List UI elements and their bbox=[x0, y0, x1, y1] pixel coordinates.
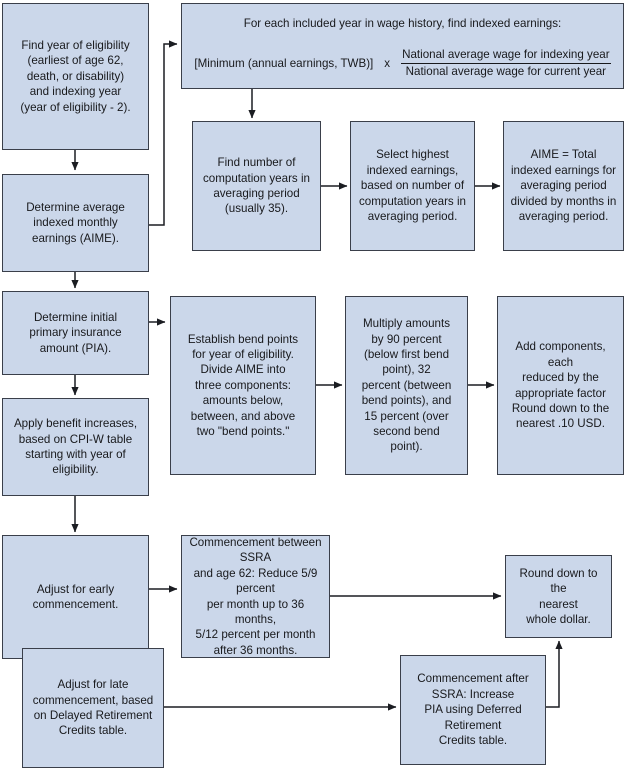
node-aime-formula[interactable]: AIME = Total indexed earnings for averag… bbox=[503, 121, 624, 251]
node-determine-pia-text: Determine initial primary insurance amou… bbox=[29, 310, 122, 355]
node-find-computation-years[interactable]: Find number of computation years in aver… bbox=[192, 121, 321, 251]
node-select-highest-text: Select highest indexed earnings, based o… bbox=[359, 148, 466, 224]
node-determine-pia[interactable]: Determine initial primary insurance amou… bbox=[2, 291, 149, 375]
node-find-year-of-eligibility[interactable]: Find year of eligibility (earliest of ag… bbox=[2, 3, 149, 150]
node-eligibility-text: Find year of eligibility (earliest of ag… bbox=[20, 38, 131, 114]
indexed-earnings-title: For each included year in wage history, … bbox=[243, 17, 562, 30]
node-round-down-whole-dollar[interactable]: Round down to the nearest whole dollar. bbox=[505, 555, 612, 638]
node-multiply-amounts-percent[interactable]: Multiply amounts by 90 percent (below fi… bbox=[345, 296, 468, 475]
node-commencement-between-ssra-and-62[interactable]: Commencement between SSRA and age 62: Re… bbox=[181, 535, 330, 658]
node-benefit-increases-text: Apply benefit increases, based on CPI-W … bbox=[13, 417, 138, 477]
node-bend-points-text: Establish bend points for year of eligib… bbox=[187, 332, 299, 439]
node-adjust-for-late-commencement[interactable]: Adjust for late commencement, based on D… bbox=[22, 648, 164, 768]
node-select-highest-indexed-earnings[interactable]: Select highest indexed earnings, based o… bbox=[350, 121, 475, 251]
multiplication-operator: x bbox=[384, 56, 391, 70]
node-commencement-after-ssra[interactable]: Commencement after SSRA: Increase PIA us… bbox=[400, 655, 546, 765]
edge-aime-to-indexed-earnings bbox=[149, 40, 178, 226]
node-adjust-early-text: Adjust for early commencement. bbox=[32, 582, 119, 611]
fraction-numerator: National average wage for indexing year bbox=[401, 48, 611, 64]
node-apply-benefit-increases[interactable]: Apply benefit increases, based on CPI-W … bbox=[2, 398, 149, 496]
indexed-earnings-content: For each included year in wage history, … bbox=[182, 4, 623, 88]
node-adjust-for-early-commencement[interactable]: Adjust for early commencement. bbox=[2, 535, 149, 659]
node-add-components[interactable]: Add components, each reduced by the appr… bbox=[497, 296, 624, 475]
node-establish-bend-points[interactable]: Establish bend points for year of eligib… bbox=[170, 296, 316, 475]
fraction-denominator: National average wage for current year bbox=[405, 64, 607, 78]
node-determine-aime[interactable]: Determine average indexed monthly earnin… bbox=[2, 174, 149, 272]
node-indexed-earnings-formula[interactable]: For each included year in wage history, … bbox=[181, 3, 624, 89]
indexed-earnings-fraction: National average wage for indexing year … bbox=[401, 48, 611, 79]
indexed-earnings-equation: [Minimum (annual earnings, TWB)] x Natio… bbox=[182, 48, 623, 79]
node-commencement-between-text: Commencement between SSRA and age 62: Re… bbox=[189, 535, 322, 657]
node-multiply-text: Multiply amounts by 90 percent (below fi… bbox=[361, 317, 452, 454]
node-aime-formula-text: AIME = Total indexed earnings for averag… bbox=[510, 148, 617, 224]
node-commencement-after-text: Commencement after SSRA: Increase PIA us… bbox=[417, 672, 529, 748]
node-adjust-late-text: Adjust for late commencement, based on D… bbox=[32, 678, 154, 738]
indexed-earnings-left-term: [Minimum (annual earnings, TWB)] bbox=[194, 56, 374, 70]
node-computation-years-text: Find number of computation years in aver… bbox=[203, 156, 310, 216]
edge-after-to-round-down bbox=[546, 640, 563, 708]
node-round-down-text: Round down to the nearest whole dollar. bbox=[519, 566, 598, 626]
node-determine-aime-text: Determine average indexed monthly earnin… bbox=[26, 200, 125, 245]
node-add-components-text: Add components, each reduced by the appr… bbox=[511, 340, 610, 431]
